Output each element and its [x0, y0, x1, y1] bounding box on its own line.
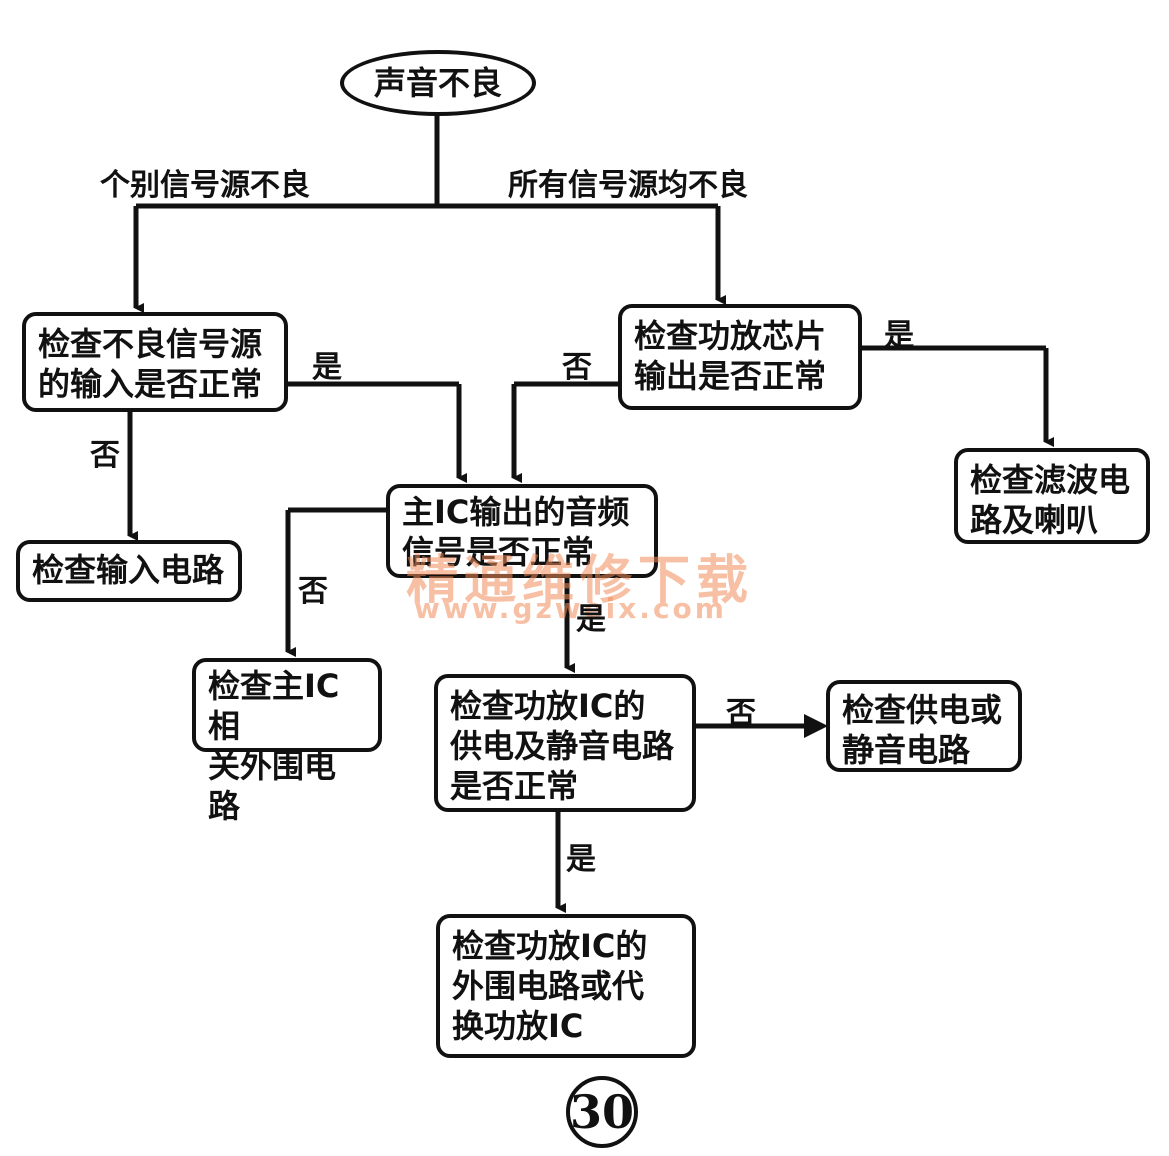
start-node: 声音不良 — [340, 50, 536, 116]
arrow-head-right — [804, 714, 828, 738]
label-supply-yes: 是 — [566, 842, 596, 877]
box-line: 是否正常 — [450, 767, 579, 805]
watermark-title: 精通维修下载 — [406, 551, 755, 611]
box-line: 外围电路或代 — [452, 967, 645, 1005]
box-line: 检查滤波电 — [970, 461, 1131, 499]
box-check-supply: 检查供电或 静音电路 — [826, 680, 1022, 772]
box-line: 主IC输出的音频 — [402, 493, 630, 531]
box-amp-ic-supply: 检查功放IC的 供电及静音电路 是否正常 — [434, 674, 696, 812]
box-check-amp-chip: 检查功放芯片 输出是否正常 — [618, 304, 862, 410]
box-line: 检查输入电路 — [32, 551, 225, 589]
label-supply-no: 否 — [726, 696, 756, 731]
box-line: 检查不良信号源 — [38, 325, 263, 363]
box-line: 输出是否正常 — [634, 357, 827, 395]
branch-label-individual: 个别信号源不良 — [100, 168, 310, 203]
box-line: 供电及静音电路 — [450, 727, 675, 765]
box-final: 检查功放IC的 外围电路或代 换功放IC — [436, 914, 696, 1058]
label-mainic-no: 否 — [298, 574, 328, 609]
box-line: 的输入是否正常 — [38, 365, 263, 403]
box-line: 检查功放IC的 — [450, 687, 646, 725]
branch-label-all: 所有信号源均不良 — [508, 168, 748, 203]
watermark-url: www.gzweix.com — [414, 592, 727, 625]
label-mainic-yes: 是 — [576, 602, 606, 637]
box-check-filter: 检查滤波电 路及喇叭 — [954, 448, 1150, 544]
box-check-input-source: 检查不良信号源 的输入是否正常 — [22, 312, 288, 412]
label-source-no: 否 — [90, 438, 120, 473]
box-line: 检查主IC相 — [208, 667, 340, 745]
box-line: 检查功放IC的 — [452, 927, 648, 965]
start-label: 声音不良 — [373, 64, 502, 102]
box-main-ic-output: 主IC输出的音频 信号是否正常 — [386, 484, 658, 578]
box-line: 换功放IC — [452, 1007, 584, 1045]
box-line: 信号是否正常 — [402, 533, 595, 571]
box-line: 路及喇叭 — [970, 501, 1099, 539]
box-line: 关外围电路 — [208, 747, 337, 825]
box-line: 检查供电或 — [842, 691, 1003, 729]
page-number: 30 — [566, 1076, 638, 1148]
label-amp-yes: 是 — [884, 318, 914, 353]
label-amp-no: 否 — [562, 350, 592, 385]
box-check-input-circuit: 检查输入电路 — [16, 540, 242, 602]
label-source-yes: 是 — [312, 350, 342, 385]
box-main-ic-periph: 检查主IC相 关外围电路 — [192, 658, 382, 825]
box-line: 静音电路 — [842, 731, 971, 769]
box-line: 检查功放芯片 — [634, 317, 827, 355]
